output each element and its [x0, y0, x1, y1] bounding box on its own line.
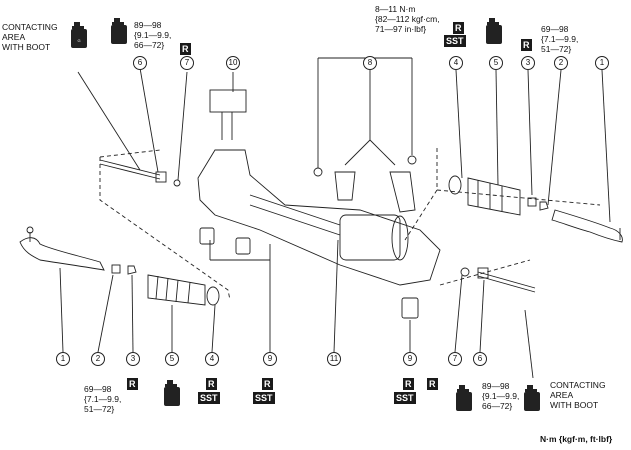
badge-sst: SST [394, 392, 416, 404]
grease-tube-icon [456, 385, 472, 411]
callout-10: 10 [226, 56, 240, 70]
callout-1: 1 [56, 352, 70, 366]
callout-9: 9 [263, 352, 277, 366]
badge-sst: SST [198, 392, 220, 404]
callout-6: 6 [133, 56, 147, 70]
callout-1: 1 [595, 56, 609, 70]
badge-r: R [206, 378, 217, 390]
units-label: N·m {kgf·m, ft·lbf} [540, 434, 613, 444]
badge-r: R [453, 22, 464, 34]
callout-3: 3 [521, 56, 535, 70]
callout-5: 5 [165, 352, 179, 366]
badge-r: R [403, 378, 414, 390]
callout-2: 2 [554, 56, 568, 70]
label-torque-2-top: 69—98 {7.1—9.9, 51—72} [541, 24, 579, 54]
badge-sst: SST [253, 392, 275, 404]
callout-4: 4 [205, 352, 219, 366]
callout-6: 6 [473, 352, 487, 366]
label-torque-6-bottom: 89—98 {9.1—9.9, 66—72} [482, 381, 520, 411]
callout-2: 2 [91, 352, 105, 366]
callout-11: 11 [327, 352, 341, 366]
callout-3: 3 [126, 352, 140, 366]
label-torque-6-top: 89—98 {9.1—9.9, 66—72} [134, 20, 172, 50]
grease-tube-icon: G [71, 22, 87, 48]
badge-r: R [180, 43, 191, 55]
callout-4: 4 [449, 56, 463, 70]
callout-5: 5 [489, 56, 503, 70]
badge-sst: SST [444, 35, 466, 47]
label-torque-8: 8—11 N·m {82—112 kgf·cm, 71—97 in·lbf} [375, 4, 440, 34]
callout-7: 7 [448, 352, 462, 366]
label-contacting-area-bottom: CONTACTING AREA WITH BOOT [550, 380, 606, 410]
label-torque-2-bottom: 69—98 {7.1—9.9, 51—72} [84, 384, 122, 414]
callout-9: 9 [403, 352, 417, 366]
callout-8: 8 [363, 56, 377, 70]
callout-7: 7 [180, 56, 194, 70]
badge-r: R [262, 378, 273, 390]
label-contacting-area-top: CONTACTING AREA WITH BOOT [2, 22, 58, 52]
badge-r: R [521, 39, 532, 51]
badge-r: R [127, 378, 138, 390]
grease-tube-icon [164, 380, 180, 406]
grease-tube-icon [111, 18, 127, 44]
grease-tube-icon [524, 385, 540, 411]
svg-text:G: G [77, 38, 80, 43]
badge-r: R [427, 378, 438, 390]
grease-tube-icon [486, 18, 502, 44]
